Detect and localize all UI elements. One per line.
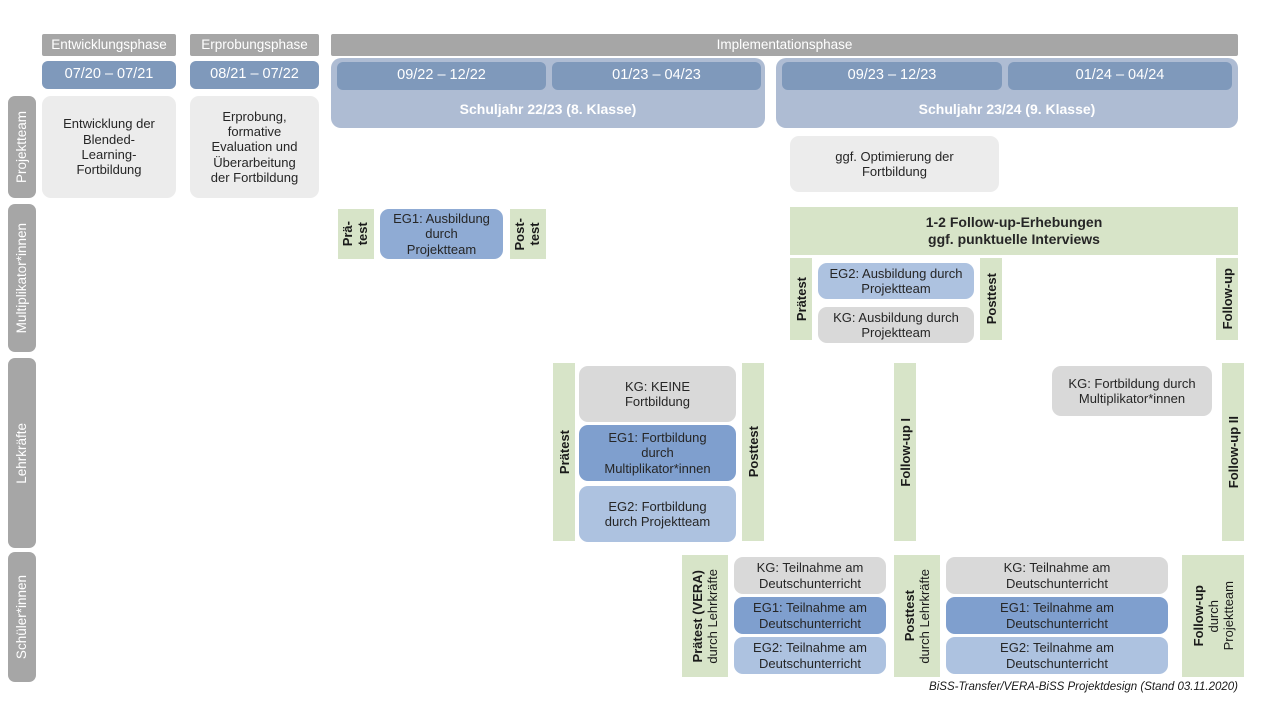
date-range-0923-1223: 09/23 – 12/23 xyxy=(782,62,1002,90)
date-range-0124-0424: 01/24 – 04/24 xyxy=(1008,62,1232,90)
schueler-praetest-label: Prätest (VERA) xyxy=(690,569,705,663)
multiplikator-followup-strip: Follow-up xyxy=(1216,258,1238,340)
multiplikator-followup-banner: 1-2 Follow-up-Erhebungen ggf. punktuelle… xyxy=(790,207,1238,255)
projektteam-entwicklung-box: Entwicklung der Blended- Learning- Fortb… xyxy=(42,96,176,198)
schueler-praetest-sublabel: durch Lehrkräfte xyxy=(705,568,720,664)
lehrkraefte-posttest-strip: Posttest xyxy=(742,363,764,541)
multiplikator-posttest-label-1: Post- test xyxy=(512,217,542,251)
phase-bar-implementationsphase: Implementationsphase xyxy=(331,34,1238,56)
date-range-0922-1222: 09/22 – 12/22 xyxy=(337,62,546,90)
actor-label-lehrkraefte: Lehrkräfte xyxy=(8,358,36,548)
actor-label-projektteam: Projektteam xyxy=(8,96,36,198)
schueler-followup-strip: Projektteam durch Follow-up xyxy=(1182,555,1244,677)
schueler-posttest-label: Posttest xyxy=(902,590,917,642)
lehrkraefte-eg1-box: EG1: Fortbildung durch Multiplikator*inn… xyxy=(579,425,736,481)
multiplikator-followup-label: Follow-up xyxy=(1219,268,1235,330)
schoolyear-label-2223: Schuljahr 22/23 (8. Klasse) xyxy=(459,100,637,117)
actor-label-multiplikatorinnen-text: Multiplikator*innen xyxy=(14,222,30,334)
schueler-followup-label: Follow-up xyxy=(1190,585,1206,647)
multiplikator-praetest-strip-1: Prä- test xyxy=(338,209,374,259)
actor-label-schuelerinnen: Schüler*innen xyxy=(8,552,36,682)
multiplikator-kg-box: KG: Ausbildung durch Projektteam xyxy=(818,307,974,343)
multiplikator-praetest-label-2: Prätest xyxy=(793,276,809,322)
footer-credit: BiSS-Transfer/VERA-BiSS Projektdesign (S… xyxy=(929,681,1238,693)
schueler-praetest-strip: durch Lehrkräfte Prätest (VERA) xyxy=(682,555,728,677)
lehrkraefte-followup-1-strip: Follow-up I xyxy=(894,363,916,541)
date-range-0720-0721: 07/20 – 07/21 xyxy=(42,61,176,89)
schueler-followup-sublabel-2: Projektteam xyxy=(1220,581,1236,651)
lehrkraefte-kg-2-box: KG: Fortbildung durch Multiplikator*inne… xyxy=(1052,366,1212,416)
actor-label-multiplikatorinnen: Multiplikator*innen xyxy=(8,204,36,352)
phase-bar-entwicklungsphase: Entwicklungsphase xyxy=(42,34,176,56)
lehrkraefte-praetest-label: Prätest xyxy=(556,429,572,475)
lehrkraefte-followup-1-label: Follow-up I xyxy=(897,417,913,487)
lehrkraefte-eg2-box: EG2: Fortbildung durch Projektteam xyxy=(579,486,736,542)
lehrkraefte-posttest-label: Posttest xyxy=(745,426,761,478)
schueler-eg2-box-2: EG2: Teilnahme am Deutschunterricht xyxy=(946,637,1168,674)
lehrkraefte-followup-2-label: Follow-up II xyxy=(1225,415,1241,489)
schueler-followup-sublabel-1: durch xyxy=(1205,599,1221,633)
multiplikator-praetest-label-1: Prä- test xyxy=(340,221,370,247)
actor-label-projektteam-text: Projektteam xyxy=(14,110,30,184)
schoolyear-label-2324: Schuljahr 23/24 (9. Klasse) xyxy=(918,100,1096,117)
projektteam-erprobung-box: Erprobung, formative Evaluation und Über… xyxy=(190,96,319,198)
schueler-eg1-box-1: EG1: Teilnahme am Deutschunterricht xyxy=(734,597,886,634)
schueler-eg1-box-2: EG1: Teilnahme am Deutschunterricht xyxy=(946,597,1168,634)
schueler-posttest-sublabel: durch Lehrkräfte xyxy=(917,568,932,664)
lehrkraefte-kg-box: KG: KEINE Fortbildung xyxy=(579,366,736,422)
lehrkraefte-followup-2-strip: Follow-up II xyxy=(1222,363,1244,541)
date-range-0123-0423: 01/23 – 04/23 xyxy=(552,62,761,90)
schueler-kg-box-1: KG: Teilnahme am Deutschunterricht xyxy=(734,557,886,594)
schueler-posttest-strip: durch Lehrkräfte Posttest xyxy=(894,555,940,677)
multiplikator-posttest-strip-1: Post- test xyxy=(510,209,546,259)
schueler-kg-box-2: KG: Teilnahme am Deutschunterricht xyxy=(946,557,1168,594)
schueler-eg2-box-1: EG2: Teilnahme am Deutschunterricht xyxy=(734,637,886,674)
multiplikator-eg2-box: EG2: Ausbildung durch Projektteam xyxy=(818,263,974,299)
multiplikator-eg1-box: EG1: Ausbildung durch Projektteam xyxy=(380,209,503,259)
multiplikator-posttest-strip-2: Posttest xyxy=(980,258,1002,340)
multiplikator-posttest-label-2: Posttest xyxy=(983,273,999,325)
date-range-0821-0722: 08/21 – 07/22 xyxy=(190,61,319,89)
actor-label-schuelerinnen-text: Schüler*innen xyxy=(14,574,30,660)
lehrkraefte-praetest-strip: Prätest xyxy=(553,363,575,541)
actor-label-lehrkraefte-text: Lehrkräfte xyxy=(14,422,30,484)
multiplikator-praetest-strip-2: Prätest xyxy=(790,258,812,340)
projektteam-optimierung-box: ggf. Optimierung der Fortbildung xyxy=(790,136,999,192)
phase-bar-erprobungsphase: Erprobungsphase xyxy=(190,34,319,56)
